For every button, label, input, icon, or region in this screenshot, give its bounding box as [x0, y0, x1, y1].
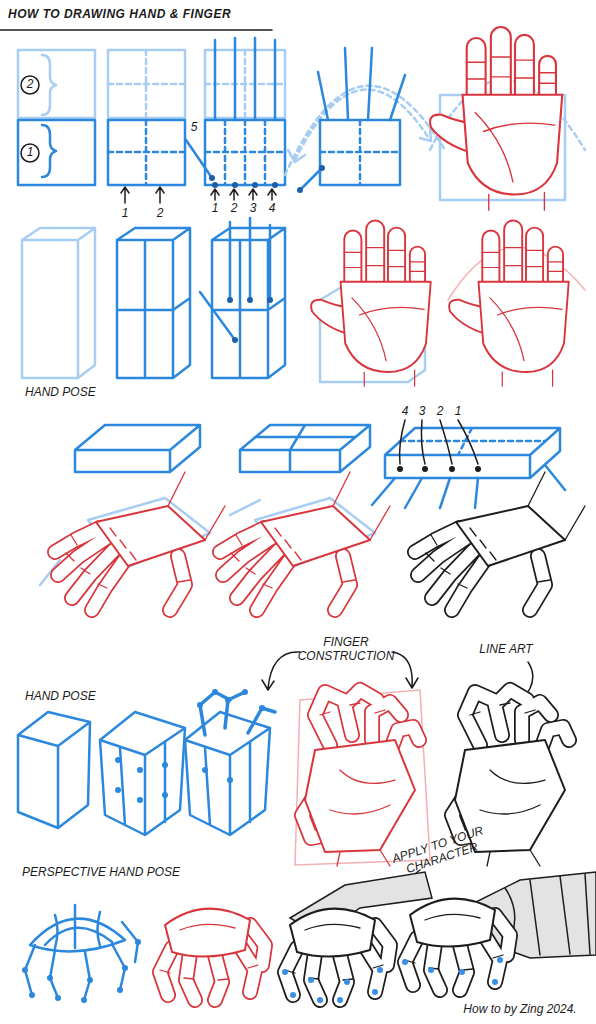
callout-number: 2 [157, 207, 164, 221]
joint-dot [25, 942, 138, 1000]
callout-number: 4 [269, 202, 276, 216]
fist-drawing [302, 690, 419, 866]
callout-number: 3 [250, 202, 257, 216]
finger-line [200, 692, 275, 735]
cuboid [117, 228, 190, 378]
callout-number: 1 [27, 146, 34, 160]
perspective-dome [30, 905, 125, 951]
cuboid [185, 712, 270, 835]
flat-box [240, 425, 370, 472]
back-hand-drawing [55, 472, 225, 610]
rotation-arc [285, 86, 445, 175]
joint-dot [200, 692, 262, 780]
guide-line [205, 120, 285, 185]
palm-square [320, 120, 400, 185]
joint-dot [212, 178, 275, 185]
palm-hand-drawing [449, 220, 569, 386]
cuboid [22, 228, 95, 378]
joint-dot [285, 960, 500, 1000]
character-hand [405, 899, 510, 990]
callout-number: 1 [122, 207, 129, 221]
joint-dot [300, 168, 322, 190]
finger-line [372, 465, 565, 508]
signature: How to by Zing 2024. [463, 1003, 576, 1017]
guide-line [108, 50, 185, 118]
callout-number: 5 [191, 121, 198, 135]
callout-number: 1 [212, 202, 219, 216]
guide-line [205, 50, 285, 118]
callout-number: 1 [455, 405, 462, 419]
bracket [42, 55, 56, 115]
leader-line [400, 420, 478, 464]
lower-square [108, 120, 185, 185]
palm-hand-drawing [311, 220, 431, 386]
joint-dot [118, 760, 165, 800]
callout-note: APPLY TO YOUR CHARACTER [379, 820, 502, 883]
section-heading: HAND POSE [25, 386, 96, 400]
pointer-arrow [121, 187, 164, 203]
glove-cuff [505, 874, 590, 955]
lower-square [205, 120, 285, 185]
cuboid [212, 228, 285, 378]
callout-number: 3 [419, 405, 426, 419]
pointer-arrow [211, 189, 276, 200]
section-heading: PERSPECTIVE HAND POSE [22, 866, 180, 880]
bracket [42, 125, 56, 177]
back-hand-drawing [220, 472, 390, 610]
callout-note: FINGER CONSTRUCTION [291, 636, 401, 664]
cuboid [100, 712, 185, 835]
callout-number: 2 [27, 78, 34, 92]
cuboid [18, 712, 90, 828]
upper-square [205, 50, 285, 118]
callout-note: LINE ART [479, 643, 532, 657]
finger-line [186, 38, 275, 178]
callout-number: 4 [402, 405, 409, 419]
callout-number: 2 [437, 405, 444, 419]
finger-line [300, 48, 405, 190]
perspective-hand-drawing [160, 909, 265, 1000]
flat-box [75, 425, 200, 472]
callout-number: 2 [231, 202, 238, 216]
finger-line [200, 218, 270, 340]
guide-line [108, 120, 185, 185]
joint-dot [230, 300, 270, 340]
upper-square [18, 50, 95, 118]
guide-line [320, 120, 400, 185]
number-circle [21, 76, 39, 162]
section-heading: HAND POSE [25, 690, 96, 704]
page-title: HOW TO DRAWING HAND & FINGER [8, 8, 231, 22]
title-underline [0, 29, 272, 31]
character-hand [285, 909, 390, 1000]
joint-dot [400, 466, 478, 472]
palm-hand-drawing [430, 27, 562, 210]
sketch-line [295, 690, 430, 865]
finger-line [25, 922, 138, 1000]
flat-box [385, 428, 560, 478]
lower-square [18, 120, 95, 185]
line-art-hand [415, 472, 585, 610]
upper-square [108, 50, 185, 118]
